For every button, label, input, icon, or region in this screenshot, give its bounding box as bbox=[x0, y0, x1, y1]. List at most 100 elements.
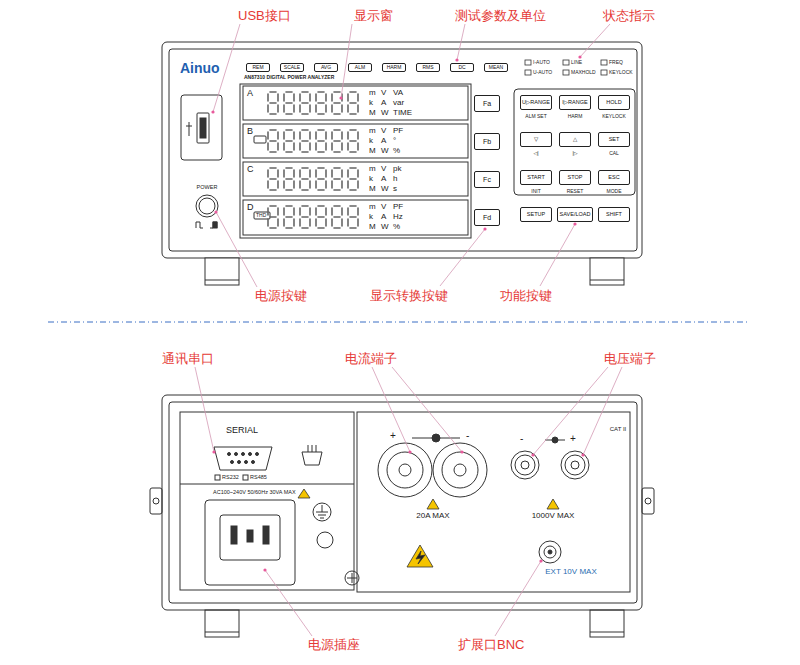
digit-segment bbox=[277, 94, 279, 101]
digit-segment bbox=[318, 113, 324, 115]
warning-symbol bbox=[298, 489, 559, 567]
digit-segment bbox=[334, 129, 340, 131]
display-switch-key: Fb bbox=[474, 133, 500, 150]
digit-segment bbox=[334, 167, 340, 169]
key-text: Fd bbox=[483, 214, 491, 221]
function-key: ESC bbox=[598, 170, 630, 185]
digit-segment bbox=[293, 105, 295, 112]
digit-segment bbox=[325, 181, 327, 188]
digit-segment bbox=[341, 170, 343, 177]
function-key: STOP bbox=[559, 170, 591, 185]
housing-foot bbox=[205, 258, 239, 285]
digit-segment bbox=[347, 170, 349, 177]
digit-segment bbox=[357, 170, 359, 177]
digit-segment bbox=[286, 151, 292, 153]
rear-housing bbox=[645, 498, 651, 504]
digit-segment bbox=[277, 219, 279, 226]
digit-segment bbox=[334, 102, 340, 104]
digit-segment bbox=[302, 102, 308, 104]
leader-line bbox=[580, 24, 610, 57]
current-terminal bbox=[433, 443, 487, 497]
serial-connector bbox=[228, 453, 231, 456]
digit-segment bbox=[318, 151, 324, 153]
digit-segment bbox=[267, 132, 269, 139]
digit-segment bbox=[350, 151, 356, 153]
indicator-box: REM bbox=[246, 63, 270, 72]
digit-segment bbox=[334, 189, 340, 191]
current-terminal bbox=[399, 464, 411, 476]
polarity-mark: - bbox=[466, 431, 469, 441]
digit-segment bbox=[350, 216, 356, 218]
function-key: SETUP bbox=[520, 207, 552, 222]
warning-symbol bbox=[416, 551, 425, 564]
leader-dot bbox=[211, 110, 214, 113]
digit-segment bbox=[277, 170, 279, 177]
indicator-box: AVG bbox=[314, 63, 338, 72]
power-socket bbox=[313, 503, 331, 521]
digit-segment bbox=[270, 129, 276, 131]
front-housing bbox=[169, 49, 637, 251]
key-sublabel: INIT bbox=[531, 189, 540, 194]
leader-dot bbox=[539, 559, 542, 562]
digit-segment bbox=[286, 178, 292, 180]
callout-label: 扩展口BNC bbox=[458, 638, 524, 651]
display-window bbox=[240, 84, 471, 238]
rating-label: EXT 10V MAX bbox=[545, 568, 596, 576]
separator-line bbox=[48, 322, 748, 323]
digit-segment bbox=[286, 113, 292, 115]
unit-text: PF bbox=[393, 203, 403, 211]
leader-dot bbox=[483, 227, 486, 230]
indicator-box: HARM bbox=[382, 63, 406, 72]
polarity-mark: + bbox=[570, 434, 576, 444]
digit-segment bbox=[325, 94, 327, 101]
digit-segment bbox=[325, 105, 327, 112]
thd-mark: THD bbox=[256, 213, 266, 218]
digit-segment bbox=[315, 94, 317, 101]
digit-segment bbox=[286, 102, 292, 104]
key-text: SHIFT bbox=[606, 212, 622, 218]
display-window bbox=[243, 124, 468, 158]
leader-dot bbox=[581, 453, 584, 456]
serial-connector bbox=[242, 453, 245, 456]
digit-segment bbox=[270, 167, 276, 169]
digit-segment bbox=[283, 181, 285, 188]
power-button bbox=[210, 222, 217, 228]
digit-segment bbox=[309, 170, 311, 177]
power-button bbox=[199, 198, 215, 214]
digit-segment bbox=[293, 94, 295, 101]
unit-text: pk bbox=[393, 165, 401, 173]
status-text: I-AUTO bbox=[533, 60, 550, 65]
unit-text: TIME bbox=[393, 109, 412, 117]
callout-label: 电压端子 bbox=[604, 352, 656, 365]
leader-line bbox=[216, 212, 257, 287]
status-indicator bbox=[525, 60, 531, 65]
unit-text: A bbox=[381, 175, 386, 183]
unit-text: W bbox=[381, 185, 389, 193]
housing-foot bbox=[590, 280, 624, 281]
digit-segment bbox=[315, 170, 317, 177]
key-text: ▽ bbox=[534, 137, 538, 143]
usb-port bbox=[186, 126, 192, 127]
callout-label: 显示窗 bbox=[354, 9, 393, 22]
digit-segment bbox=[302, 167, 308, 169]
voltage-terminal bbox=[521, 461, 529, 469]
serial-connector bbox=[243, 475, 248, 480]
digit-segment bbox=[318, 167, 324, 169]
rear-housing bbox=[352, 573, 353, 583]
serial-connector bbox=[214, 445, 322, 480]
function-key: HOLD bbox=[598, 95, 630, 110]
leader-dot bbox=[408, 450, 411, 453]
digit-segment bbox=[302, 113, 308, 115]
leader-dot bbox=[578, 55, 581, 58]
housing-foot bbox=[205, 258, 624, 637]
digit-segment bbox=[309, 208, 311, 215]
serial-connector bbox=[235, 453, 238, 456]
leader-line bbox=[540, 224, 575, 286]
unit-text: m bbox=[369, 89, 376, 97]
digit-segment bbox=[331, 105, 333, 112]
digit-segment bbox=[299, 94, 301, 101]
digit-segment bbox=[267, 143, 269, 150]
polarity-mark: + bbox=[390, 431, 396, 441]
digit-segment bbox=[357, 143, 359, 150]
key-text: SETUP bbox=[527, 212, 545, 218]
